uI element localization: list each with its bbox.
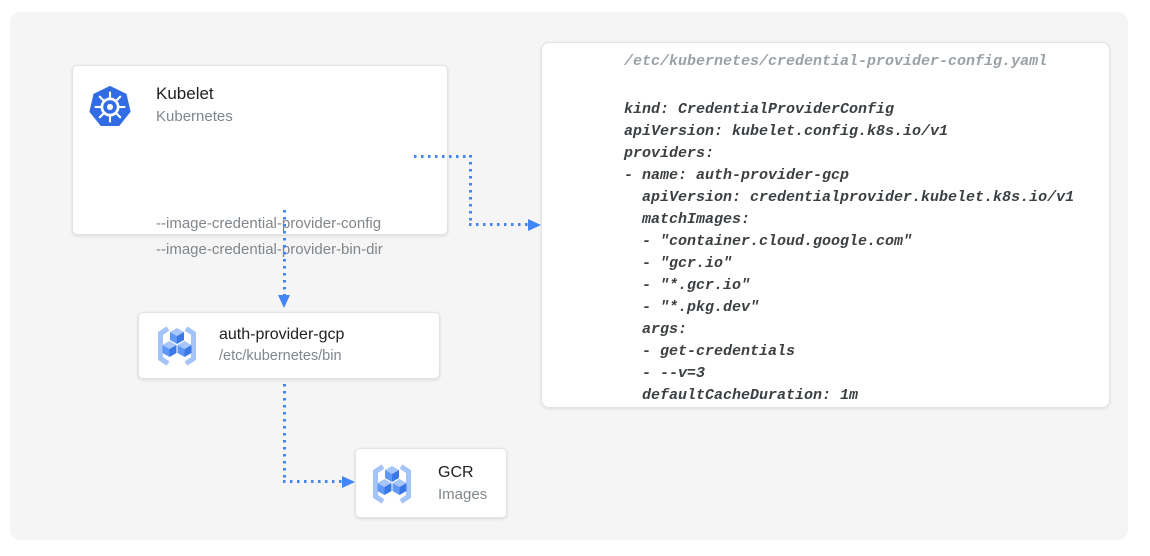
yaml-code-line: - "container.cloud.google.com" (624, 233, 913, 250)
arrow-segment (469, 223, 528, 226)
kubelet-flag: --image-credential-provider-bin-dir (156, 241, 383, 258)
auth-provider-title: auth-provider-gcp (219, 326, 345, 343)
yaml-code-line: providers: (624, 145, 715, 162)
arrowhead-right-icon (528, 219, 541, 231)
yaml-code-line: - --v=3 (624, 365, 706, 382)
yaml-code-line: args: (624, 321, 688, 338)
container-registry-icon (368, 460, 416, 513)
kubelet-title: Kubelet (156, 84, 214, 103)
credential-provider-config-panel: /etc/kubernetes/credential-provider-conf… (541, 42, 1110, 408)
gcr-subtitle: Images (438, 486, 488, 503)
yaml-code-line: - get-credentials (624, 343, 796, 360)
yaml-code-line: - "*.pkg.dev" (624, 299, 760, 316)
arrow-segment (283, 480, 342, 483)
arrow-segment (283, 210, 286, 296)
yaml-code-line: - "*.gcr.io" (624, 277, 751, 294)
auth-provider-gcp-card: auth-provider-gcp /etc/kubernetes/bin (138, 312, 440, 379)
kubelet-flag-list: --image-credential-provider-config --imag… (156, 211, 383, 263)
gcr-title: GCR (438, 464, 474, 481)
config-file-path: /etc/kubernetes/credential-provider-conf… (624, 53, 1048, 70)
yaml-code-line: apiVersion: kubelet.config.k8s.io/v1 (624, 123, 949, 140)
yaml-code-line: - name: auth-provider-gcp (624, 167, 850, 184)
arrowhead-right-icon (342, 476, 355, 488)
yaml-code-block: kind: CredentialProviderConfig apiVersion… (624, 99, 1097, 407)
kubelet-subtitle: Kubernetes (156, 108, 233, 125)
arrow-segment (414, 155, 470, 158)
gcr-card: GCR Images (355, 448, 507, 518)
kubernetes-icon (87, 84, 133, 135)
yaml-code-line: - "gcr.io" (624, 255, 733, 272)
yaml-code-line: apiVersion: credentialprovider.kubelet.k… (624, 189, 1075, 206)
yaml-code-line: defaultCacheDuration: 1m (624, 387, 859, 404)
auth-provider-path: /etc/kubernetes/bin (219, 348, 342, 364)
yaml-code-line: kind: CredentialProviderConfig (624, 101, 895, 118)
kubelet-flag: --image-credential-provider-config (156, 215, 382, 232)
arrow-segment (469, 155, 472, 225)
arrow-segment (283, 384, 286, 482)
container-registry-icon (153, 322, 201, 375)
arrowhead-down-icon (278, 295, 290, 308)
kubelet-card: Kubelet Kubernetes --image-credential-pr… (72, 65, 448, 258)
yaml-code-line: matchImages: (624, 211, 751, 228)
